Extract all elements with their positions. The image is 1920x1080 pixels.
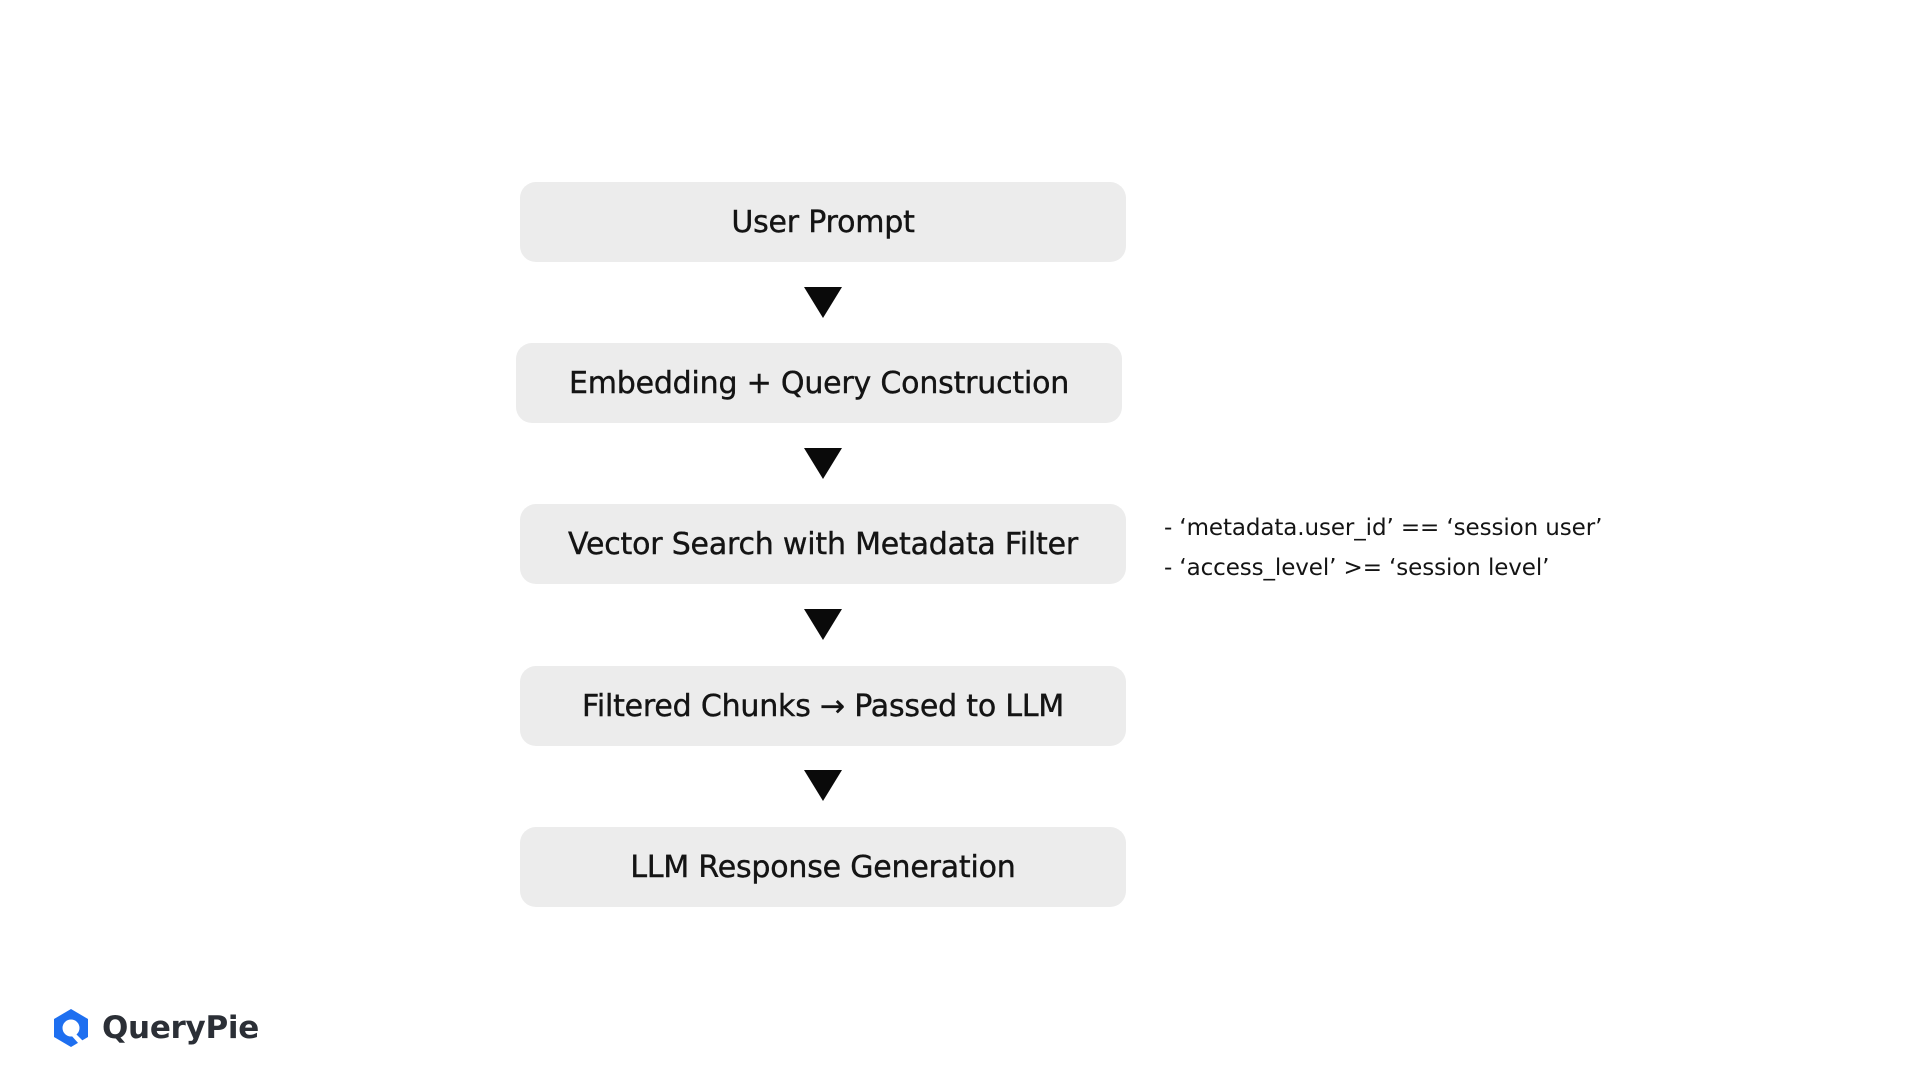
step-vector-search: Vector Search with Metadata Filter: [520, 504, 1126, 584]
brand-name: QueryPie: [102, 1010, 259, 1046]
step-label: LLM Response Generation: [630, 849, 1016, 885]
down-arrow-icon: [804, 448, 842, 479]
step-label: Filtered Chunks → Passed to LLM: [581, 688, 1065, 724]
step-label: Vector Search with Metadata Filter: [567, 526, 1079, 562]
filter-condition-access: - ‘access_level’ >= ‘session level’: [1164, 555, 1550, 581]
step-embedding-query: Embedding + Query Construction: [516, 343, 1122, 423]
step-user-prompt: User Prompt: [520, 182, 1126, 262]
brand-logo: QueryPie: [50, 1006, 259, 1050]
down-arrow-icon: [804, 770, 842, 801]
down-arrow-icon: [804, 609, 842, 640]
metadata-filter-notes: - ‘metadata.user_id’ == ‘session user’ -…: [1164, 508, 1864, 588]
step-label: Embedding + Query Construction: [568, 365, 1070, 401]
filter-condition-user: - ‘metadata.user_id’ == ‘session user’: [1164, 515, 1603, 541]
step-label: User Prompt: [731, 204, 915, 240]
step-llm-response: LLM Response Generation: [520, 827, 1126, 907]
querypie-logo-icon: [54, 1009, 88, 1047]
step-filtered-chunks: Filtered Chunks → Passed to LLM: [520, 666, 1126, 746]
down-arrow-icon: [804, 287, 842, 318]
